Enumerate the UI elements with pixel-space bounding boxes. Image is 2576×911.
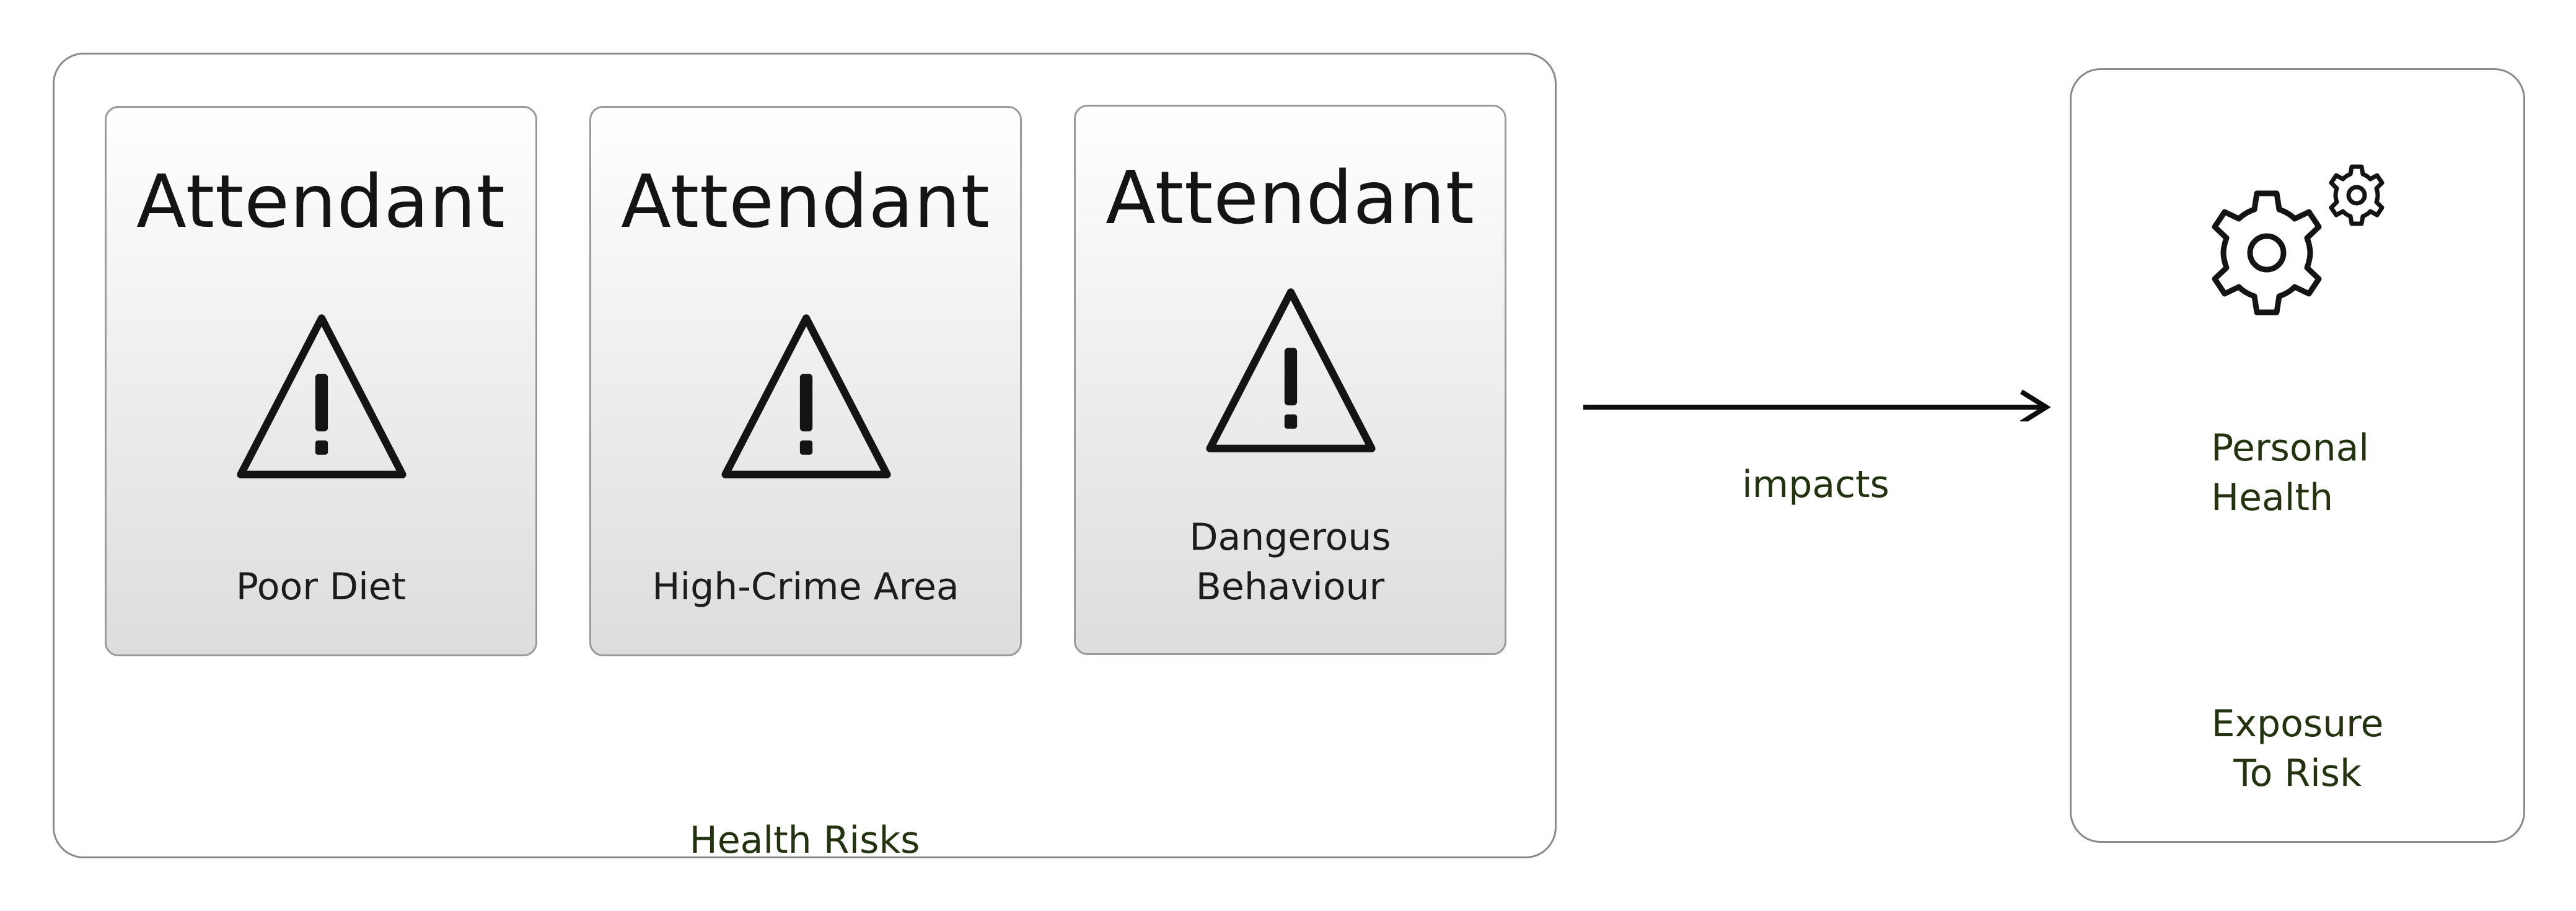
warning-icon	[237, 314, 407, 478]
warning-icon	[721, 314, 891, 478]
card-label: High-Crime Area	[652, 565, 959, 609]
impacts-arrow	[1583, 389, 2051, 421]
personal-health-box: Personal Health Exposure To Risk	[2070, 68, 2525, 843]
risk-card-dangerous-behaviour: Attendant Dangerous Behaviour	[1074, 105, 1506, 655]
gears-icon	[2212, 164, 2385, 315]
risk-card-high-crime-area: Attendant High-Crime Area	[589, 106, 1022, 656]
health-risks-group: Attendant Poor Diet Attendant High-Crime…	[53, 53, 1557, 862]
card-title: Attendant	[621, 159, 990, 244]
card-label: Poor Diet	[235, 565, 407, 609]
arrow-label: impacts	[1742, 463, 1889, 506]
warning-icon	[1206, 288, 1376, 452]
card-title: Attendant	[136, 159, 506, 244]
card-label: Dangerous Behaviour	[1189, 516, 1391, 609]
target-subtitle: Exposure To Risk	[2211, 702, 2384, 795]
target-title: Personal Health	[2211, 426, 2370, 519]
card-title: Attendant	[1106, 155, 1475, 240]
group-label: Health Risks	[689, 819, 920, 862]
risk-card-poor-diet: Attendant Poor Diet	[105, 106, 537, 656]
